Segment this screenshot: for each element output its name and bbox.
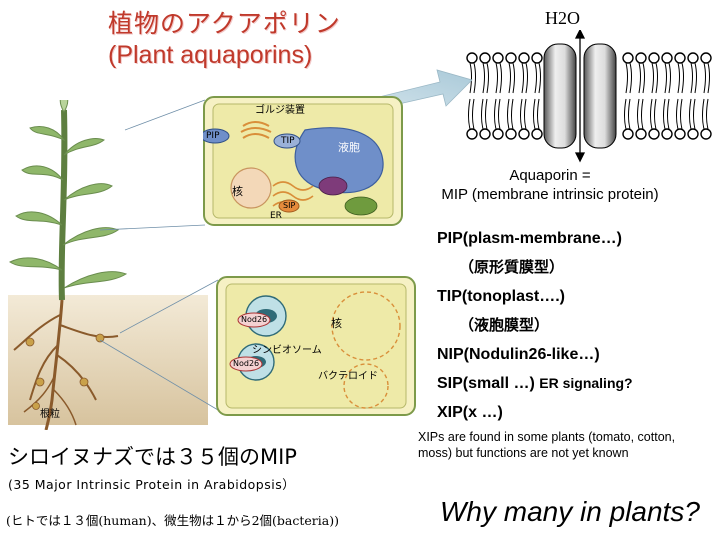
root-nodule-label: 根粒 [40,409,60,420]
type-sip-note: ER signaling? [539,375,633,391]
water-flow-arrow [574,30,586,163]
bacteroid-shape-outer [343,363,389,409]
pip-badge [203,128,230,144]
title-japanese: 植物のアクアポリン [108,9,341,38]
soil [8,295,208,425]
plant-illustration [8,100,208,430]
aquaporin-channel [543,43,617,149]
nod26-label-bottom: Nod26 [233,359,260,368]
lipid-top-row [466,52,712,64]
symbiosome-label: シンビオソーム [252,345,322,356]
type-pip-jp: （原形質膜型） [459,258,565,276]
sip-badge [278,199,300,213]
h2o-label: H2O [545,8,580,28]
nucleus-label-bottom: 核 [331,317,342,330]
aquaporin-caption: Aquaporin = MIP (membrane intrinsic prot… [400,166,700,204]
nod26-badge-top [237,312,271,328]
nucleus-shape [230,167,272,209]
aquaporin-caption-line1: Aquaporin = [509,167,591,184]
mitochondrion-shape [318,176,348,196]
arabidopsis-mip-count: シロイヌナズでは３５個のMIP [8,445,297,469]
golgi-label: ゴルジ装置 [255,105,305,116]
nod26-label-top: Nod26 [241,315,268,324]
title-english: (Plant aquaporins) [108,41,313,69]
er-label: ER [270,211,282,221]
chloroplast-shape [344,196,378,216]
plant-cell-diagram [203,96,403,226]
golgi-shape [240,121,272,139]
nucleus-shape-bottom [331,291,401,361]
type-pip: PIP(plasm-membrane…) [437,230,622,247]
aquaporin-caption-line2: MIP (membrane intrinsic protein) [441,186,659,203]
type-tip-jp: （液胞膜型） [459,316,550,334]
vacuole-shape [294,127,384,194]
bacteroid-label: バクテロイド [318,371,378,382]
xips-note: XIPs are found in some plants (tomato, c… [418,430,676,460]
tip-label: TIP [281,136,295,146]
aquaporin-type-list: PIP(plasm-membrane…) （原形質膜型） TIP(tonopla… [437,224,633,427]
roots [13,299,119,430]
type-tip: TIP(tonoplast….) [437,288,565,305]
pip-label: PIP [206,131,220,141]
why-many-question: Why many in plants? [440,496,700,527]
type-sip-row: SIP(small …) ER signaling? [437,369,633,398]
type-nip: NIP(Nodulin26-like…) [437,346,600,363]
sip-label: SIP [283,201,296,210]
lipid-bottom-row [466,128,712,140]
human-bacteria-comparison: (ヒトでは１３個(human)、微生物は１から2個(bacteria)) [6,513,339,528]
arabidopsis-mip-subtitle: (35 Major Intrinsic Protein in Arabidops… [8,477,296,492]
type-sip: SIP(small …) [437,375,535,392]
nod26-badge-bottom [229,356,263,372]
nucleus-label: 核 [232,185,243,198]
type-xip: XIP(x …) [437,404,503,421]
tip-badge [273,133,301,149]
root-nodules [25,333,105,410]
membrane-diagram [466,30,712,163]
nodule-cell-diagram [216,276,416,416]
vacuole-label: 液胞 [338,141,360,154]
